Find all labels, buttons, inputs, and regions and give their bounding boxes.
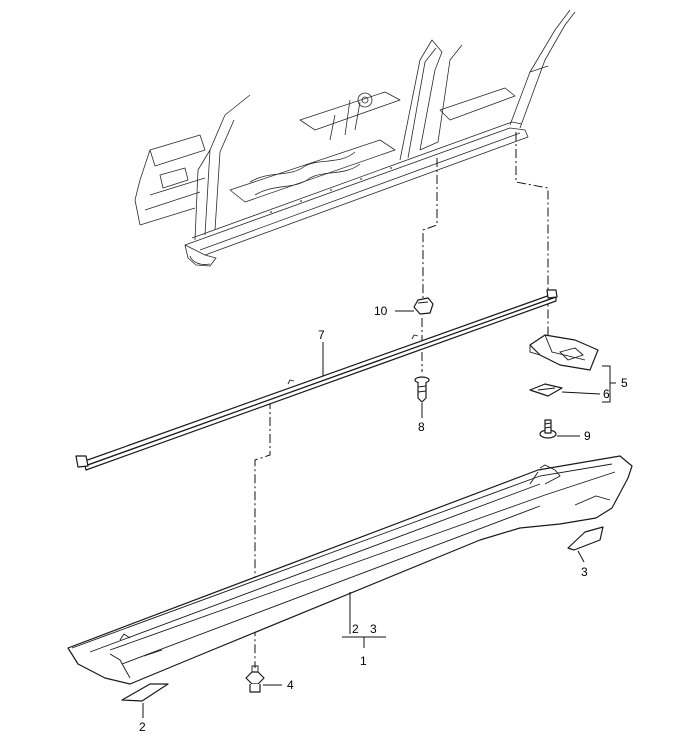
- retaining-strip: [75, 289, 558, 471]
- support-bracket: [529, 334, 599, 371]
- trim-piece-2: [121, 683, 169, 702]
- callout-4: 4: [287, 678, 294, 692]
- callout-3-bracket: 3: [370, 622, 377, 636]
- callout-2-bracket: 2: [352, 622, 359, 636]
- callout-1: 1: [360, 654, 367, 668]
- trim-piece-3: [567, 526, 604, 551]
- assembly-line-upper-right: [515, 132, 549, 340]
- push-clip: [245, 665, 265, 693]
- callout-9: 9: [584, 429, 591, 443]
- callout-5: 5: [621, 376, 628, 390]
- screw-9: [539, 419, 557, 439]
- vehicle-body-sill-area: [134, 9, 576, 267]
- callout-2-left: 2: [139, 720, 146, 734]
- callout-8: 8: [418, 420, 425, 434]
- leader-lines: [142, 310, 616, 718]
- assembly-line-lower-left: [254, 400, 271, 668]
- screw-8: [414, 376, 430, 403]
- callout-10: 10: [374, 304, 388, 318]
- assembly-line-upper-left: [422, 158, 438, 298]
- callout-7: 7: [318, 328, 325, 342]
- callout-3-right: 3: [581, 565, 588, 579]
- side-sill-cover: [67, 455, 633, 685]
- nut-clip: [529, 383, 563, 397]
- callout-labels: 1 2 2 3 3 4 5 6 7 8 9 10: [139, 304, 628, 734]
- clip: [413, 297, 434, 315]
- callout-6: 6: [603, 387, 610, 401]
